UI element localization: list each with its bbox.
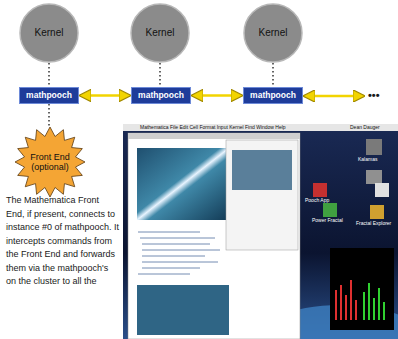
circle-fill (131, 4, 189, 62)
cluster-arrow (192, 94, 242, 97)
kernel-circle: Kernel (19, 3, 79, 63)
load-bars (336, 280, 356, 320)
process-box: mathpooch (19, 87, 79, 104)
desktop-icons (313, 139, 389, 219)
circle-fill (20, 4, 78, 62)
kernel-label: Kernel (259, 27, 288, 39)
icon (366, 139, 382, 155)
icon (370, 205, 384, 219)
kernel-label: Kernel (146, 27, 175, 39)
icon (323, 203, 337, 217)
icon-label: Pooch App (305, 198, 329, 204)
cluster-arrow (304, 95, 364, 98)
icon (313, 183, 327, 197)
icon-label: Power Fractal (312, 218, 343, 224)
kernel-label: Kernel (35, 27, 64, 39)
process-box: mathpooch (131, 87, 191, 104)
icon (366, 170, 382, 184)
second-window-image (232, 150, 292, 190)
menu-bar-text: Mathematica File Edit Cell Format Input … (140, 125, 286, 131)
continuation-dots: ••• (368, 89, 380, 101)
user-name: Dean Dauger (350, 125, 380, 131)
star-fill (15, 127, 85, 197)
second-fractal-image (137, 285, 229, 335)
menu-bar (123, 124, 398, 131)
dotted-link (48, 63, 50, 87)
fractal-image (137, 148, 229, 220)
window-titlebar (128, 133, 300, 139)
process-box: mathpooch (243, 87, 303, 104)
star-shape: Front End (optional) (14, 126, 86, 198)
dotted-link (272, 63, 274, 87)
icon (375, 183, 389, 197)
kernel-circle: Kernel (243, 3, 303, 63)
monitor-panel (330, 248, 394, 330)
kernel-circle: Kernel (130, 3, 190, 63)
description-text: The Mathematica Front End, if present, c… (6, 194, 120, 289)
dotted-link (48, 104, 50, 126)
dotted-link (159, 63, 161, 87)
star-label: Front End (optional) (27, 152, 73, 173)
box-label: mathpooch (138, 91, 184, 101)
notebook-window (128, 133, 300, 339)
desktop-background (123, 124, 398, 339)
circle-fill (244, 4, 302, 62)
code-lines (138, 232, 220, 274)
load-bars (364, 283, 384, 320)
icon-label: Fractal Explorer (356, 221, 391, 227)
second-window (226, 140, 298, 250)
box-label: mathpooch (26, 91, 72, 101)
cluster-arrow (80, 94, 130, 97)
icon-label: Kalamas (358, 157, 377, 163)
box-label: mathpooch (250, 91, 296, 101)
